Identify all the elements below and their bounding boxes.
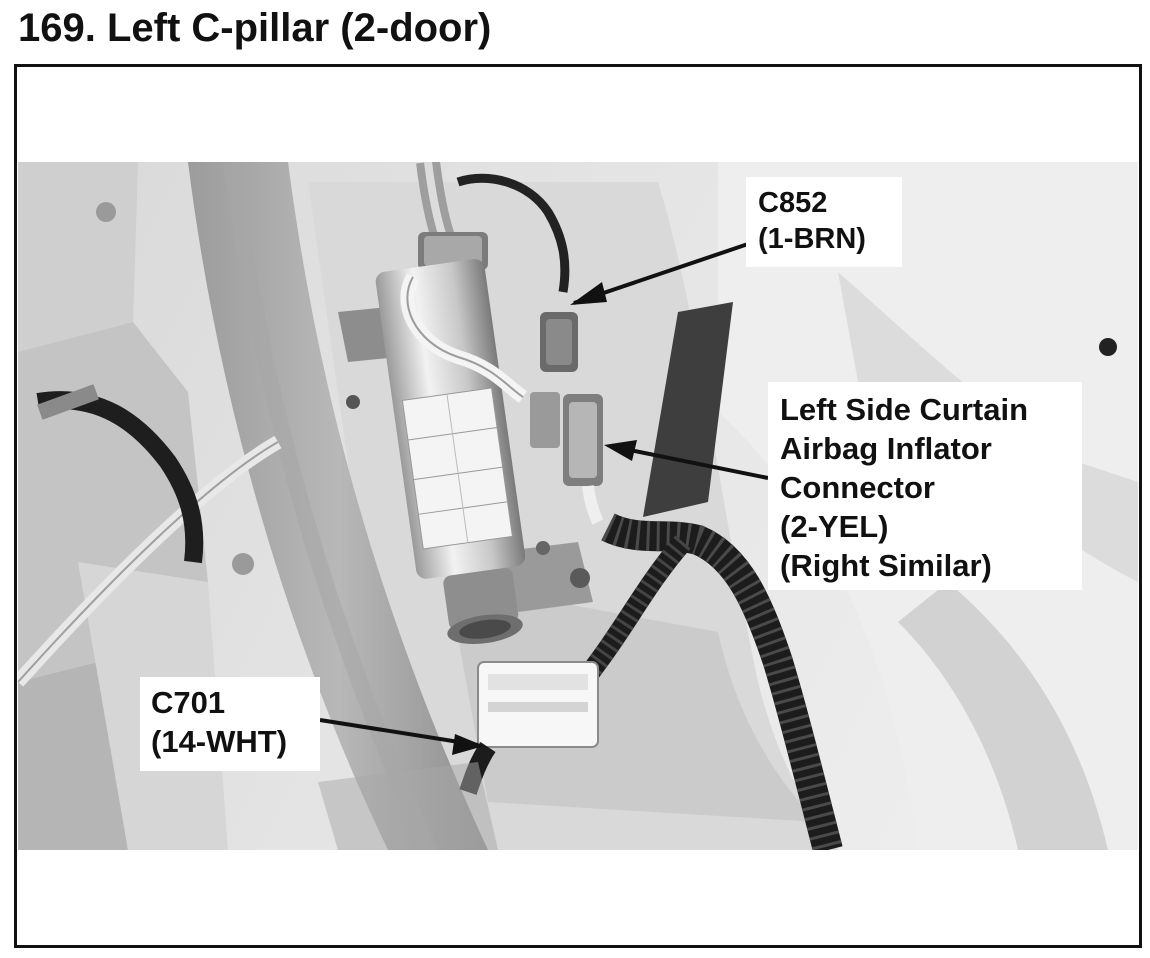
callout-c852-line-2: (1-BRN) [758, 223, 866, 255]
callout-c852: C852 (1-BRN) [746, 177, 902, 267]
callout-c701-line-1: C701 [151, 685, 226, 720]
callout-curtain-line-4: (2-YEL) [780, 509, 889, 544]
callout-curtain-line-5: (Right Similar) [780, 548, 992, 583]
callout-curtain-line-1: Left Side Curtain [780, 392, 1029, 427]
callout-curtain-line-3: Connector [780, 470, 935, 505]
callout-c701: C701 (14-WHT) [140, 677, 320, 771]
callout-c701-line-2: (14-WHT) [151, 724, 288, 759]
callout-curtain-airbag: Left Side Curtain Airbag Inflator Connec… [768, 382, 1082, 590]
callout-curtain-line-2: Airbag Inflator [780, 431, 992, 466]
page-title: 169. Left C-pillar (2-door) [18, 6, 492, 50]
callout-c852-line-1: C852 [758, 187, 828, 219]
